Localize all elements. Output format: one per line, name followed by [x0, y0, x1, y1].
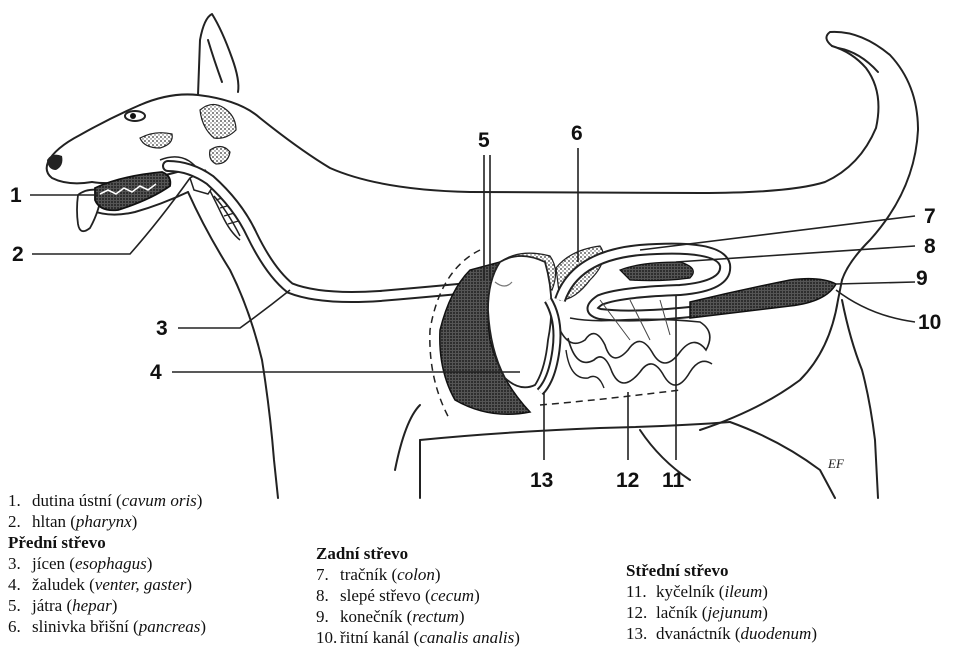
legend-item-3: 3.jícen (esophagus) — [8, 553, 206, 574]
legend-heading-foregut: Přední střevo — [8, 532, 206, 553]
legend-item-5: 5.játra (hepar) — [8, 595, 206, 616]
legend-column-1: 1.dutina ústní (cavum oris) 2.hltan (pha… — [8, 490, 206, 637]
label-11: 11 — [662, 470, 684, 491]
label-9: 9 — [916, 268, 928, 289]
label-8: 8 — [924, 236, 936, 257]
dog-outline — [47, 14, 918, 498]
label-2: 2 — [12, 244, 24, 265]
label-10: 10 — [918, 312, 941, 333]
legend-item-1: 1.dutina ústní (cavum oris) — [8, 490, 206, 511]
legend-item-11: 11.kyčelník (ileum) — [626, 581, 817, 602]
parotid-gland — [200, 104, 236, 138]
label-13: 13 — [530, 470, 553, 491]
dog-anatomy-illustration: EF — [0, 0, 955, 500]
label-5: 5 — [478, 130, 490, 151]
legend-item-13: 13.dvanáctník (duodenum) — [626, 623, 817, 644]
small-intestine — [560, 318, 710, 363]
legend-item-7: 7.tračník (colon) — [316, 564, 520, 585]
artist-signature: EF — [827, 456, 845, 471]
label-7: 7 — [924, 206, 936, 227]
legend-item-2: 2.hltan (pharynx) — [8, 511, 206, 532]
nose — [47, 155, 62, 170]
mandibular-gland — [210, 146, 230, 164]
legend-item-12: 12.lačník (jejunum) — [626, 602, 817, 623]
legend-heading-midgut: Střední střevo — [626, 560, 817, 581]
label-6: 6 — [571, 123, 583, 144]
eye — [125, 111, 145, 121]
legend-column-3: Střední střevo 11.kyčelník (ileum) 12.la… — [626, 560, 817, 644]
legend-item-8: 8.slepé střevo (cecum) — [316, 585, 520, 606]
cecum — [620, 262, 693, 281]
legend-item-4: 4.žaludek (venter, gaster) — [8, 574, 206, 595]
legend-heading-hindgut: Zadní střevo — [316, 543, 520, 564]
legend-item-9: 9.konečník (rectum) — [316, 606, 520, 627]
legend-item-10: 10.řitní kanál (canalis analis) — [316, 627, 520, 648]
legend-column-2: Zadní střevo 7.tračník (colon) 8.slepé s… — [316, 543, 520, 648]
legend-item-6: 6.slinivka břišní (pancreas) — [8, 616, 206, 637]
zygomatic-gland — [140, 133, 172, 148]
label-12: 12 — [616, 470, 639, 491]
label-1: 1 — [10, 185, 22, 206]
label-4: 4 — [150, 362, 162, 383]
label-3: 3 — [156, 318, 168, 339]
